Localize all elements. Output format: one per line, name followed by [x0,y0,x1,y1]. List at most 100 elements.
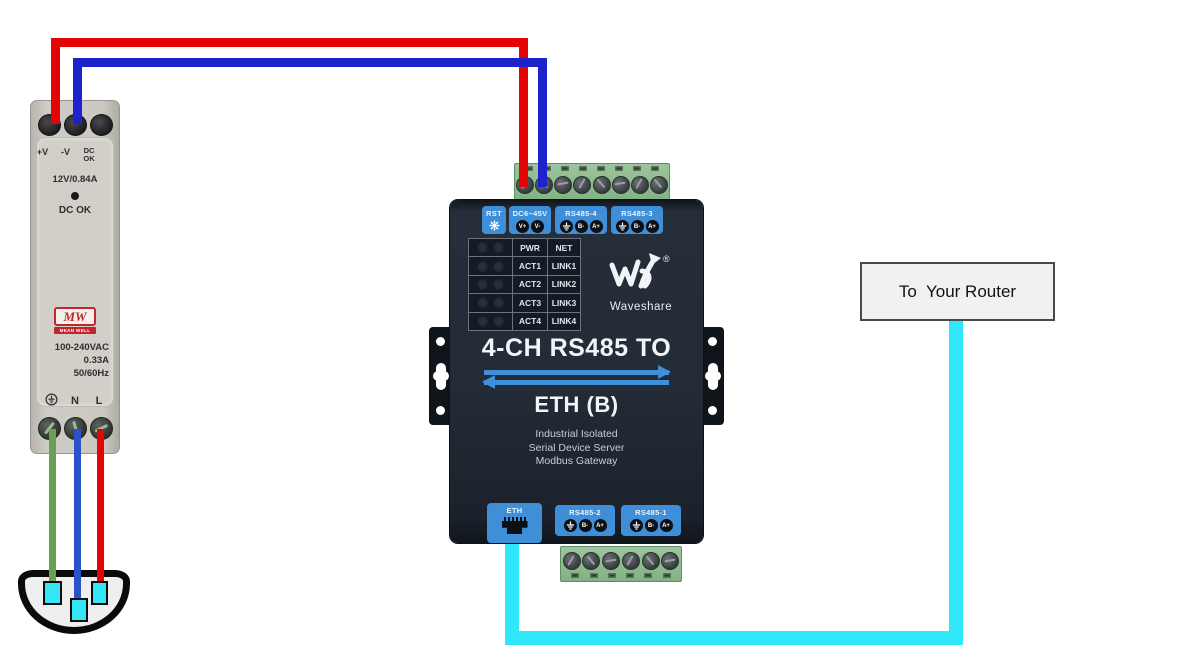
rs485-2-port-label: RS485-2 B- A+ [555,505,615,536]
pin-vplus: V+ [516,220,529,233]
waveshare-logo: ® Waveshare [598,252,684,313]
pin-a-plus: A+ [589,220,603,233]
screw [592,175,611,194]
led-label: LINK2 [548,275,581,295]
wire-ac-neutral [74,429,81,602]
pin-b-minus: B- [644,519,658,532]
mount-hole-icon [436,406,445,415]
screw [649,175,668,194]
led-link3 [493,297,504,309]
dc-power-port-label: DC6~45V V+ V- [509,206,551,234]
pin-a-plus: A+ [659,519,673,532]
led-act2 [477,278,488,290]
wire-ethernet-to-router [949,316,963,645]
meanwell-logo-mark: MW [54,307,96,326]
led-label: LINK1 [548,257,581,276]
wire-ethernet-horizontal [505,631,963,645]
psu-label-live: L [95,395,103,407]
screw [573,175,592,194]
device-bottom-terminal-block [560,546,682,582]
router-label-text: To Your Router [898,281,1017,301]
screw [621,552,640,570]
led-label: PWR [513,239,548,258]
device-title-line2: ETH (B) [534,392,619,417]
psu-front-panel [36,137,114,407]
rs485-3-port-label: RS485-3 B- A+ [611,206,663,234]
ground-icon [563,519,577,532]
device-title-line1: 4-CH RS485 TO [481,334,672,362]
led-label: ACT2 [513,275,548,295]
power-supply-unit: +V -V DC OK 12V/0.84A DC OK MW MEAN WELL… [30,100,120,454]
led-label: ACT1 [513,257,548,276]
led-label: ACT4 [513,312,548,331]
screw [582,552,601,570]
psu-terminal-dcok [89,114,113,136]
wire-dc-negative-horizontal [73,58,547,67]
wire-dc-positive-horizontal [51,38,528,47]
wire-ac-ground [49,429,56,585]
bottom-terminal-screws [561,547,681,581]
led-status-table: PWR NET ACT1 LINK1 ACT2 LINK2 ACT3 LINK3… [468,238,581,331]
rj45-jack-icon [487,517,542,521]
led-label: LINK4 [548,312,581,331]
waveshare-brand-text: Waveshare [609,301,673,313]
wire-ethernet-from-device [505,543,519,645]
psu-label-vminus: -V [61,147,70,157]
screw [611,175,630,194]
led-link2 [493,278,504,290]
router-label-box: To Your Router [860,262,1055,321]
led-net [493,242,504,254]
meanwell-logo: MW MEAN WELL [54,307,96,334]
meanwell-logo-text: MEAN WELL [54,327,96,334]
led-label: ACT3 [513,294,548,313]
earth-ground-icon [44,393,58,409]
pin-a-plus: A+ [645,220,659,233]
screw [602,552,621,570]
led-label: NET [548,239,581,258]
psu-terminal-labels: +V -V DC OK [31,147,119,162]
screw [630,175,649,194]
wire-ac-live [97,429,104,585]
bidirectional-arrows-icon [482,365,671,389]
psu-output-rating: 12V/0.84A [52,174,98,185]
svg-text:®: ® [663,254,670,264]
screw [562,552,581,570]
pin-b-minus: B- [574,220,588,233]
pin-a-plus: A+ [593,519,607,532]
ground-icon [559,220,573,233]
reset-button-label: RST [482,206,506,234]
screw [554,175,573,194]
plug-pin-ground [43,581,62,605]
psu-label-dcok: DC OK [83,146,95,163]
led-label: LINK3 [548,294,581,313]
screw [641,552,660,570]
led-link4 [493,315,504,327]
psu-input-ratings: 100-240VAC 0.33A 50/60Hz [54,342,109,379]
psu-dcok-led [71,192,79,200]
psu-ac-terminal-labels: N L [31,393,119,409]
led-link1 [493,260,504,272]
rs485-4-port-label: RS485-4 B- A+ [555,206,607,234]
wire-dc-positive-psu-drop [51,38,60,124]
psu-dcok-text: DC OK [58,205,92,216]
device-description: Industrial Isolated Serial Device Server… [528,428,625,467]
wire-dc-negative-psu-drop [73,58,82,124]
pin-b-minus: B- [578,519,592,532]
led-act1 [477,260,488,272]
screw [661,552,680,570]
ground-icon [629,519,643,532]
psu-label-neutral: N [71,395,79,407]
led-pwr [477,242,488,254]
led-act4 [477,315,488,327]
plug-pin-live [91,581,108,605]
ground-icon [615,220,629,233]
rs485-1-port-label: RS485-1 B- A+ [621,505,681,536]
pin-vminus: V- [531,220,544,233]
pin-b-minus: B- [630,220,644,233]
mount-hole-icon [436,337,445,346]
ethernet-port: ETH [487,503,542,543]
mount-hole-icon [708,406,717,415]
waveshare-logo-icon: ® [609,253,670,289]
wire-dc-positive-device-drop [519,38,528,187]
led-act3 [477,297,488,309]
